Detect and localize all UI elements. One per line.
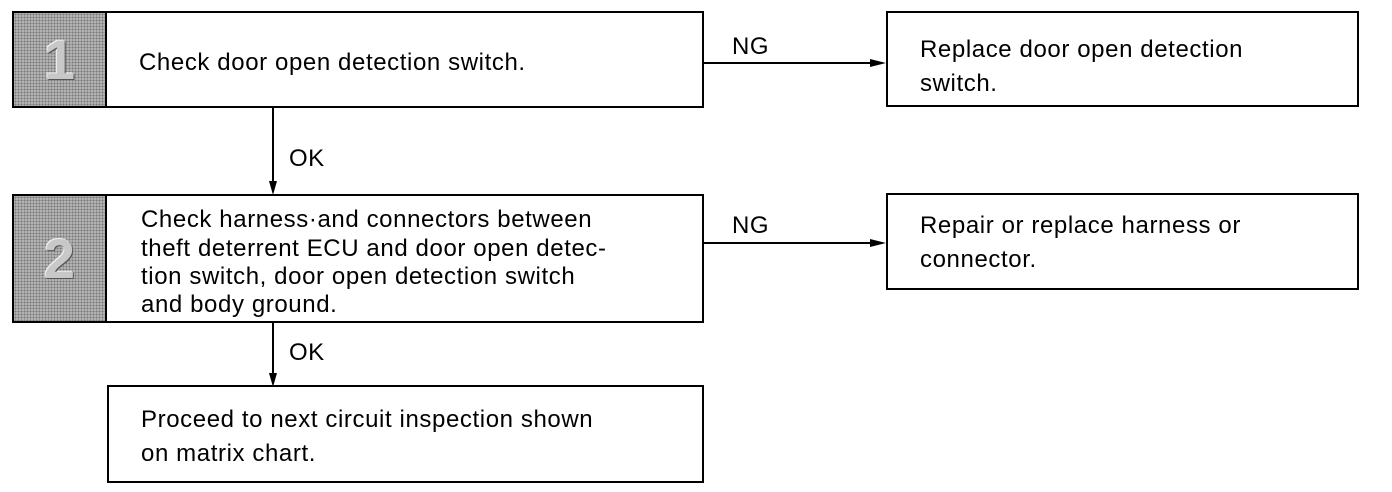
step-2-line-2: theft deterrent ECU and door open detec- [141, 235, 607, 262]
final-line-2: on matrix chart. [141, 440, 316, 467]
step-1-text: Check door open detection switch. [139, 49, 526, 76]
ng-arrow-1-line [704, 62, 872, 64]
step-2-box: 2 Check harness·and connectors between t… [12, 194, 704, 323]
step-2-line-4: and body ground. [141, 291, 338, 318]
result-1-line-1: Replace door open detection [920, 36, 1244, 63]
result-2-line-2: connector. [920, 246, 1037, 273]
ok-label-2: OK [289, 339, 325, 366]
step-2-line-1: Check harness·and connectors between [141, 206, 593, 233]
result-2-line-1: Repair or replace harness or [920, 212, 1241, 239]
ng-arrow-2-line [704, 242, 872, 244]
ng-arrow-1-head [870, 59, 886, 67]
ok-arrow-2-head [269, 373, 277, 387]
step-1-number: 1 [14, 13, 107, 106]
ng-arrow-2-head [870, 239, 886, 247]
ng-label-1: NG [732, 33, 769, 60]
final-box: Proceed to next circuit inspection shown… [107, 385, 704, 483]
result-1-line-2: switch. [920, 70, 998, 97]
ok-label-1: OK [289, 145, 325, 172]
step-2-line-3: tion switch, door open detection switch [141, 263, 576, 290]
step-1-box: 1 Check door open detection switch. [12, 11, 704, 108]
result-1-box: Replace door open detection switch. [886, 11, 1359, 107]
final-line-1: Proceed to next circuit inspection shown [141, 406, 594, 433]
ok-arrow-1-head [269, 181, 277, 195]
ok-arrow-2-line [272, 323, 274, 376]
result-2-box: Repair or replace harness or connector. [886, 193, 1359, 290]
ng-label-2: NG [732, 212, 769, 239]
ok-arrow-1-line [272, 108, 274, 184]
step-2-number: 2 [14, 196, 107, 321]
